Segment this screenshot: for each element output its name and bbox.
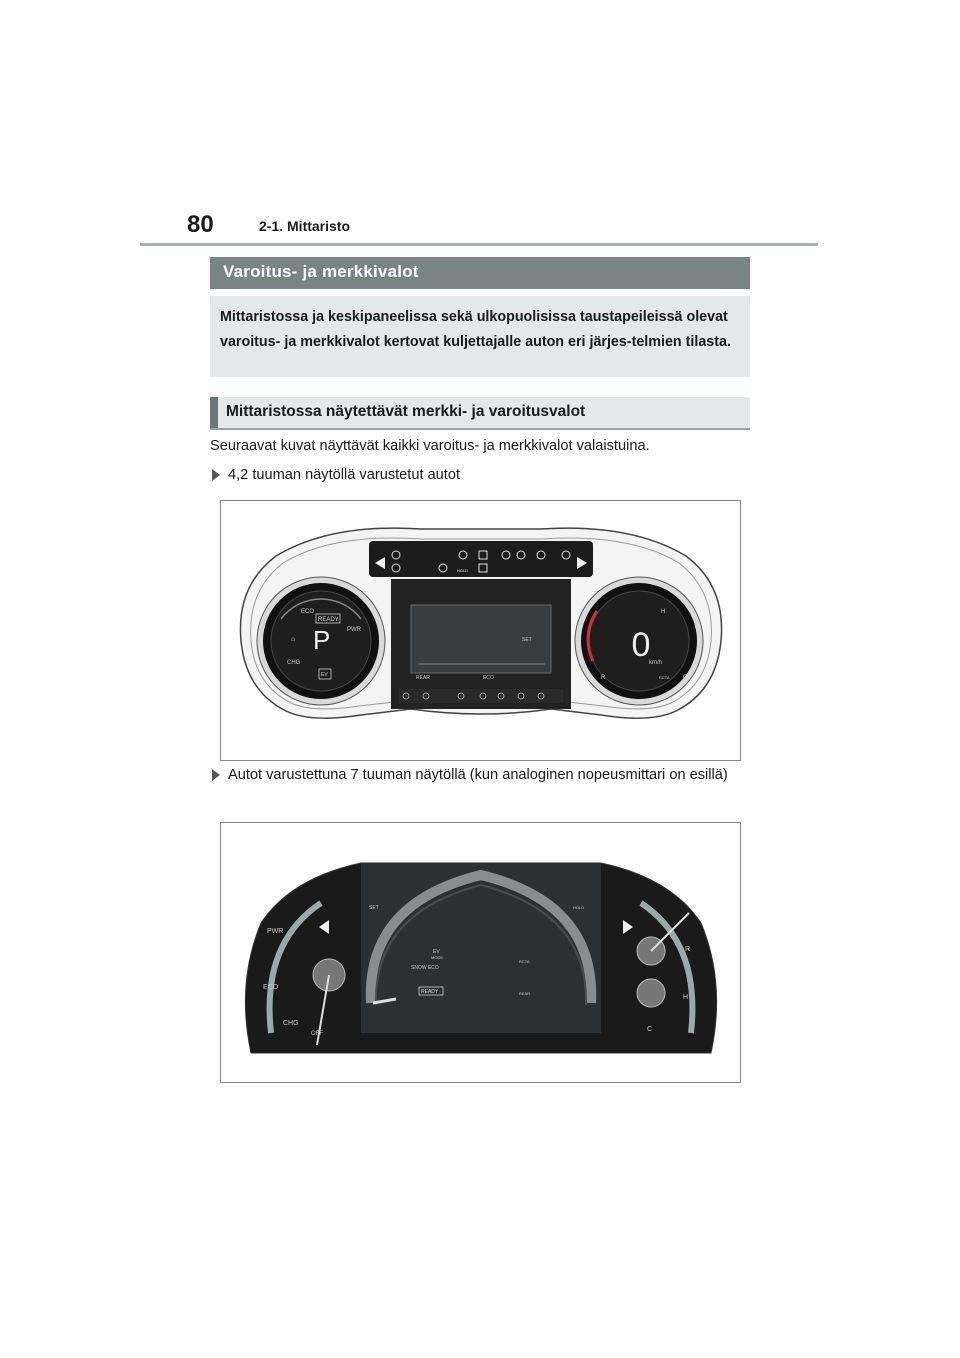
cluster-4inch-illustration: ECO READY P PWR CHG EV ⌂ 0 km/h H C R RC…: [239, 527, 723, 719]
fig1-rear-label: REAR: [416, 675, 430, 681]
fig2-ev-label: EV: [433, 949, 440, 955]
fig1-speed-readout: 0: [632, 626, 651, 664]
fig1-eco-label: ECO: [301, 609, 314, 615]
fig2-hold-label: HOLD: [573, 905, 584, 910]
fig2-ready-label: READY: [421, 989, 439, 995]
fig2-mode-label: MODE: [431, 955, 443, 960]
fig2-off-label: OFF: [311, 1031, 323, 1037]
fig1-gear-indicator: P: [313, 625, 330, 655]
fig1-rcta-label: RCTA: [659, 675, 670, 680]
subsection-divider: [210, 428, 750, 430]
fig1-r-label: R: [601, 675, 606, 681]
page-number: 80: [187, 211, 214, 238]
fig2-c-label: C: [647, 1026, 652, 1033]
fig2-pwr-label: PWR: [267, 928, 283, 935]
figure-1-caption-row: 4,2 tuuman näytöllä varustetut autot: [210, 464, 750, 486]
fig1-eco-bottom-label: ECO: [483, 675, 494, 681]
intro-text: Mittaristossa ja keskipaneelissa sekä ul…: [220, 309, 731, 350]
fig2-set-label: SET: [369, 905, 379, 911]
figure-2-caption-row: Autot varustettuna 7 tuuman näytöllä (ku…: [210, 764, 750, 786]
fig2-rcta-label: RCTA: [519, 959, 530, 964]
fig1-ev-icon: ⌂: [291, 636, 295, 643]
chapter-banner: Varoitus- ja merkkivalot: [210, 257, 750, 289]
figure-1-cluster-4inch: ECO READY P PWR CHG EV ⌂ 0 km/h H C R RC…: [220, 500, 741, 761]
section-title: 2-1. Mittaristo: [259, 218, 351, 234]
fig1-hold-label: HOLD: [457, 568, 468, 573]
figure-1-caption: 4,2 tuuman näytöllä varustetut autot: [228, 467, 461, 483]
triangle-bullet-icon: [212, 769, 220, 781]
fig1-c-label: C: [683, 675, 688, 681]
fig1-ready-label: READY: [318, 617, 339, 623]
fig1-speed-unit: km/h: [649, 660, 662, 666]
fig1-ev-label: EV: [321, 672, 328, 678]
fig2-chg-label: CHG: [283, 1020, 299, 1027]
fig1-set-label: SET: [522, 637, 532, 643]
fig2-rear-label: REAR: [519, 991, 530, 996]
header-divider: [140, 243, 818, 246]
fig1-h-label: H: [661, 609, 665, 615]
triangle-bullet-icon: [212, 469, 220, 481]
subsection-heading: Mittaristossa näytettävät merkki- ja var…: [210, 397, 750, 428]
figure-2-caption: Autot varustettuna 7 tuuman näytöllä (ku…: [228, 767, 728, 783]
body-lead: Seuraavat kuvat näyttävät kaikki varoitu…: [210, 438, 650, 454]
figure-2-cluster-7inch: PWR ECO CHG OFF SET SNOW ECO EV MODE REA…: [220, 822, 741, 1083]
fig2-eco-label: ECO: [263, 984, 279, 991]
fig1-chg-label: CHG: [287, 660, 301, 666]
fig2-r-label: R: [685, 946, 690, 953]
fig2-snow-eco-label: SNOW ECO: [411, 965, 439, 971]
fig1-pwr-label: PWR: [347, 627, 362, 633]
fig2-h-label: H: [683, 994, 688, 1001]
cluster-7inch-illustration: PWR ECO CHG OFF SET SNOW ECO EV MODE REA…: [244, 862, 718, 1054]
intro-panel: Mittaristossa ja keskipaneelissa sekä ul…: [210, 296, 750, 377]
